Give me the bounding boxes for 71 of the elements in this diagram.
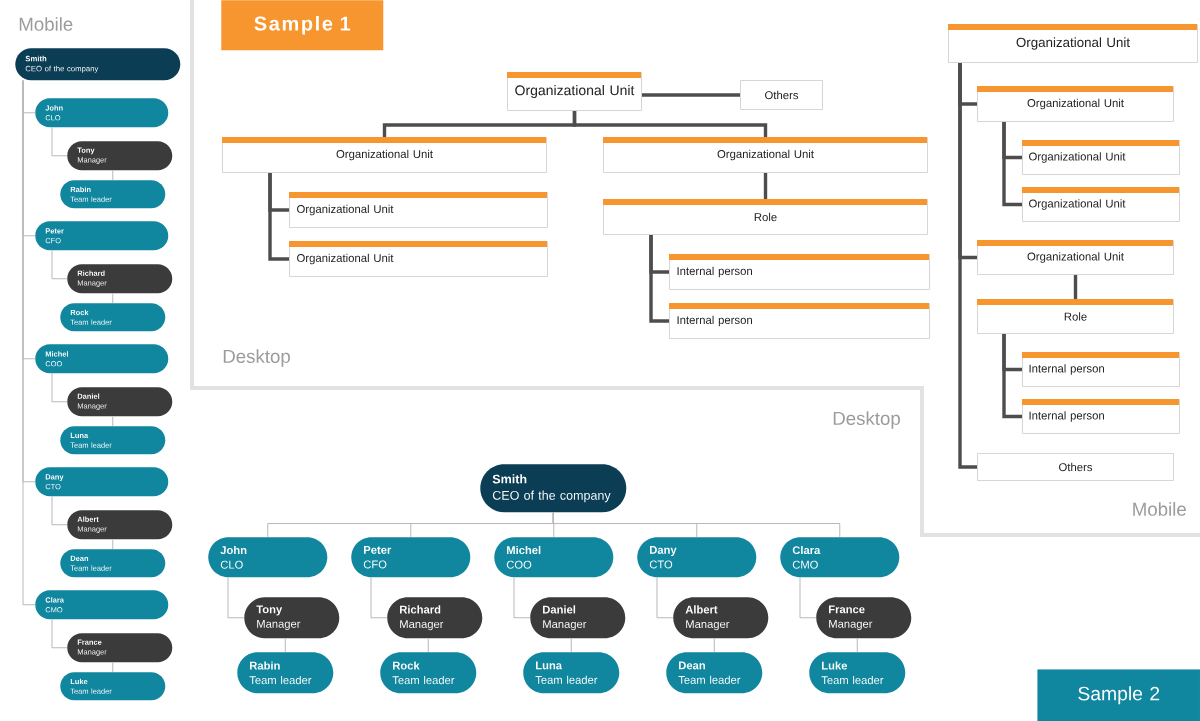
connector-line [552,512,841,538]
person-box: John CLO [208,537,328,578]
connector-line [1002,334,1022,419]
connector-line [570,638,572,653]
sample-tag: Sample 2 [1037,669,1200,721]
connector-line [763,173,768,199]
connector-line [370,577,388,619]
unit-box: Organizational Unit [1022,140,1180,175]
unit-box: Organizational Unit [289,192,548,228]
person-box: Michel COO [494,537,614,578]
person-box: Richard Manager [387,597,483,639]
unit-box: Organizational Unit [289,241,548,277]
connector-line [51,619,68,649]
unit-box: Internal person [669,254,930,290]
unit-box: Organizational Unit [222,137,547,173]
connector-line [1002,122,1022,207]
connector-line [112,662,114,673]
person-box: Luna Team leader [523,652,620,694]
person-box: Luke Team leader [809,652,906,694]
connector-line [227,577,245,619]
person-box: Rabin Team leader [237,652,334,694]
unit-box: Organizational Unit [977,240,1174,275]
unit-box: Internal person [1022,399,1180,434]
unit-box: Role [603,199,928,235]
connector-line [284,638,286,653]
connector-line [268,173,289,261]
connector-line [51,250,68,280]
connector-line [572,111,768,137]
connector-line [656,577,674,619]
connector-line [112,293,114,304]
connector-line [51,496,68,526]
connector-line [513,577,531,619]
sample-tag: Sample 1 [221,0,384,51]
unit-box: Internal person [669,303,930,339]
person-box: Rock Team leader [380,652,477,694]
connector-line [649,235,669,323]
connector-line [1073,275,1078,299]
unit-box: Organizational Unit [977,86,1174,122]
person-box: Clara CMO [780,537,900,578]
connector-line [51,373,68,403]
section-label: Mobile [1133,502,1186,516]
unit-box: Role [977,299,1174,334]
person-box: Daniel Manager [530,597,626,639]
person-box: Smith CEO of the company [480,464,627,513]
connector-line [799,577,817,619]
connector-line [427,638,429,653]
connector-line [112,539,114,550]
connector-line [713,638,715,653]
section-label: Mobile [19,17,73,31]
connector-line [112,170,114,181]
unit-box: Organizational Unit [948,24,1198,63]
person-box: Dany CTO [637,537,757,578]
unit-box: Others [977,453,1174,481]
person-box: Dean Team leader [666,652,763,694]
connector-line [51,127,68,157]
section-label: Desktop [833,411,900,429]
unit-box: Organizational Unit [1022,187,1180,222]
person-box: Peter CFO [351,537,471,578]
unit-box: Organizational Unit [507,72,642,111]
person-box: Albert Manager [673,597,769,639]
connector-line [958,63,977,469]
person-box: Tony Manager [244,597,340,639]
section-label: Desktop [223,349,290,367]
unit-box: Internal person [1022,352,1180,387]
connector-line [112,416,114,427]
connector-line [642,93,740,97]
unit-box: Others [740,80,823,110]
connector-line [856,638,858,653]
connector-line [22,80,36,606]
unit-box: Organizational Unit [603,137,928,173]
person-box: France Manager [816,597,912,639]
